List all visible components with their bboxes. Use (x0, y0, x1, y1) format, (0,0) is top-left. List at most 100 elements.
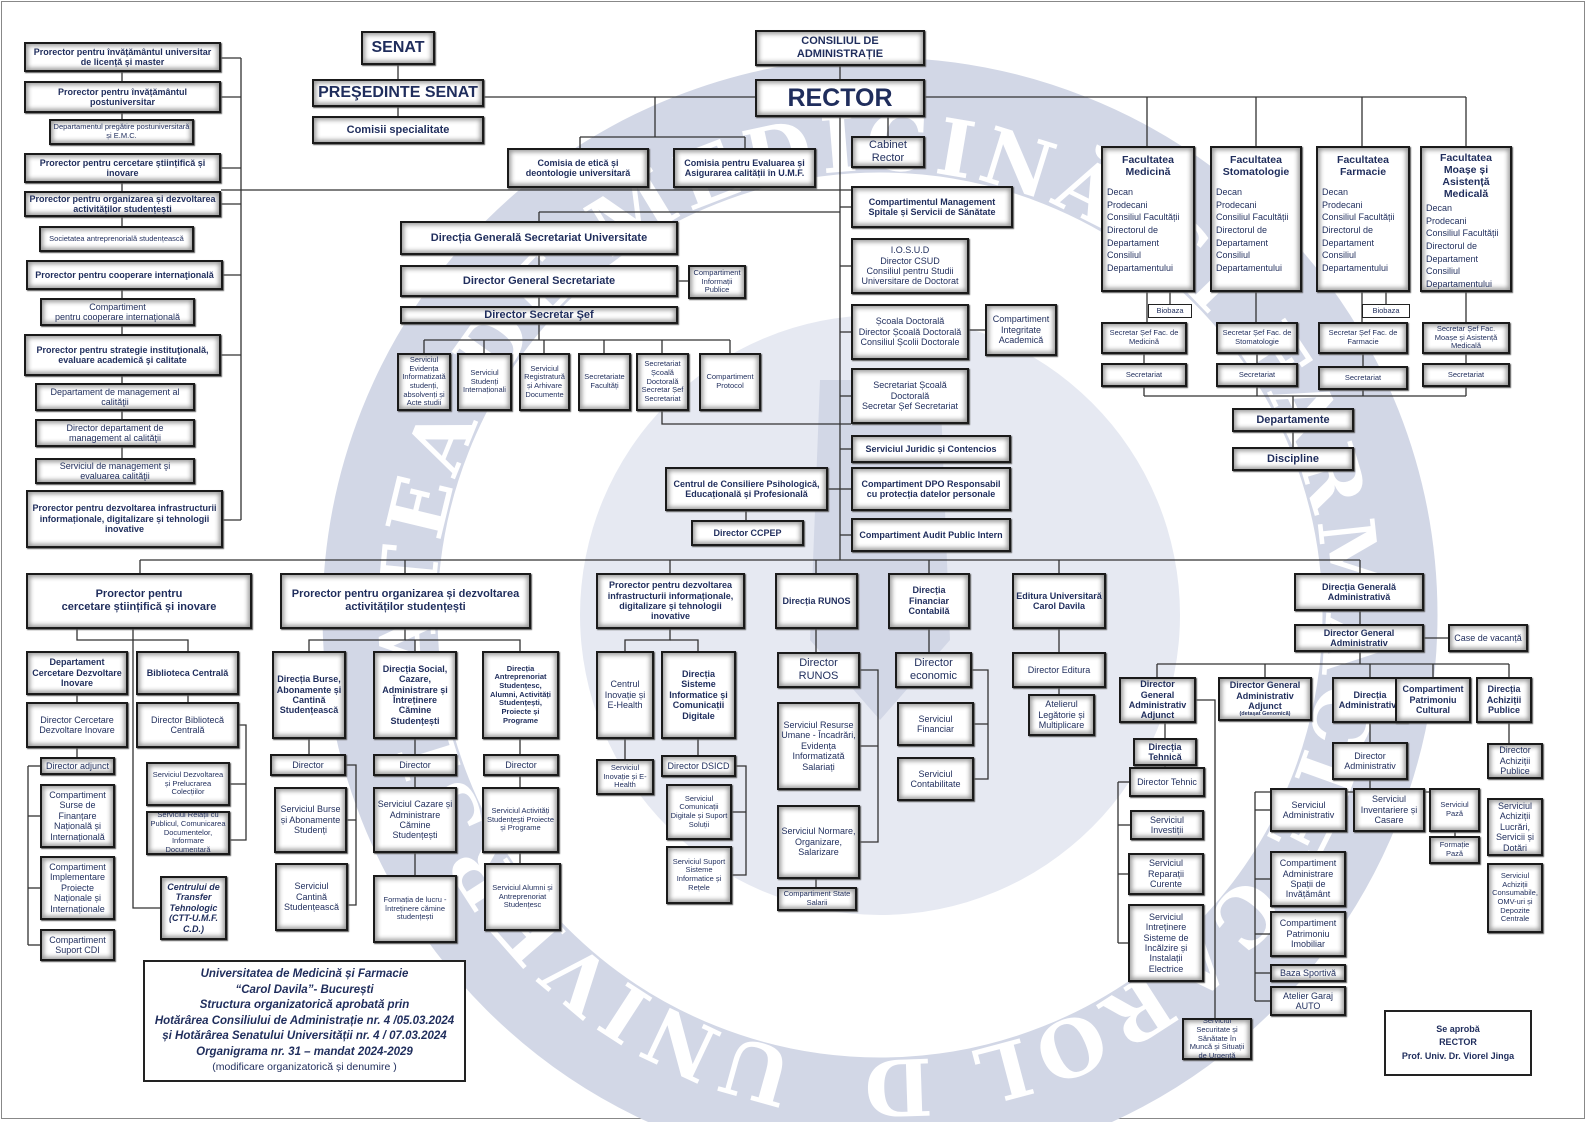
org-box-cs-impl: Compartiment Implementare Proiecte Națio… (40, 856, 115, 920)
org-box-serv-rum: Serviciul Resurse Umane - Încadrări, Evi… (777, 702, 860, 790)
org-box-baza: Baza Sportivă (1270, 964, 1346, 982)
org-box-s-invest: Serviciul Investiții (1130, 810, 1204, 840)
org-box-dep-cal: Departament de management al calităţii (35, 383, 195, 411)
org-box-dir-cal: Director departament de management al ca… (35, 419, 195, 447)
org-box-serv-cantina: Serviciul Cantină Studențească (275, 863, 348, 931)
org-box-director: Director (373, 754, 457, 776)
org-box-garaj: Atelier Garaj AUTO (1270, 986, 1346, 1016)
org-box-cpc: Compartiment Patrimoniu Cultural (1395, 677, 1471, 723)
connector-line (860, 669, 879, 843)
org-box-cabinet: Cabinet Rector (851, 136, 925, 168)
org-box-scoala-doct: Școala Doctorală Director Școală Doctora… (851, 304, 969, 360)
org-box-secretariat-sd: Secretariat Școală Doctorală Secretar Șe… (851, 368, 969, 424)
org-box-dga: Direcția Generală Administrativă (1294, 573, 1424, 611)
faculty-structure: Decan Prodecani Consiliul Facultății Dir… (1216, 187, 1289, 273)
org-box-biobaza: Biobaza (1362, 304, 1410, 318)
org-box-s-admin: Serviciul Administrativ (1270, 788, 1347, 832)
org-box-ss-farm: Secretar Șef Fac. de Farmacie (1318, 322, 1408, 354)
org-box-cs-fin: Compartiment Surse de Finanțare Național… (40, 784, 115, 848)
org-box-bp-org: Prorector pentru organizarea și dezvolta… (280, 573, 531, 629)
org-box-p1: Prorector pentru învățământul universita… (24, 42, 221, 72)
org-box-s-intr: Serviciul Intreținere Sisteme de Incălzi… (1128, 904, 1204, 982)
org-box-senat: SENAT (361, 31, 435, 65)
org-box-dgaa: Director General Administrativ Adjunct (1119, 677, 1196, 723)
dgaa2-note: (detașat Genomică) (1239, 711, 1291, 718)
org-box-comisia-eval: Comisia pentru Evaluarea și Asigurarea c… (673, 148, 816, 188)
org-box-serv-dezv: Serviciul Dezvoltarea și Prelucrarea Col… (146, 762, 230, 806)
org-box-consiliu: CONSILIUL DE ADMINISTRAȚIE (755, 30, 925, 66)
org-box-cip: Compartiment Informații Publice (688, 265, 746, 299)
org-box-serv-alumni: Serviciul Alumni și Antreprenoriat Stude… (484, 863, 561, 931)
faculty-title: Facultatea Moașe și Asistență Medicală (1440, 152, 1492, 201)
org-box-bp-cerc: Prorector pentru cercetare științifică ș… (26, 573, 252, 629)
org-box-s-inventar: Serviciul Inventariere și Casare (1353, 788, 1425, 832)
faculty-title: Facultatea Stomatologie (1222, 154, 1290, 179)
org-box-dir-adj: Director adjunct (40, 757, 115, 775)
org-box-p2: Prorector pentru învățământul postuniver… (24, 81, 221, 113)
org-box-soc: Societatea antreprenorială studențească (39, 226, 194, 252)
connector-line (732, 765, 747, 876)
org-box-d-runos: Direcția RUNOS (775, 573, 858, 629)
org-box-dgsu: Direcția Generală Secretariat Universita… (400, 221, 678, 255)
org-box-p6: Prorector pentru strategie instituţional… (24, 334, 221, 376)
org-box-dir-bib: Director Bibliotecă Centrală (136, 702, 239, 748)
org-box-dir-achiz: Director Achiziții Publice (1487, 743, 1543, 779)
org-box-secretariat: Secretariat (1422, 363, 1510, 387)
org-box-sec-sd: Secretariat Școală Doctorală Secretar Șe… (636, 353, 689, 411)
org-box-d-fc: Direcția Financiar Contabilă (888, 573, 970, 629)
org-box-rector: RECTOR (755, 79, 925, 117)
org-box-biobaza: Biobaza (1148, 304, 1192, 318)
org-box-comisia-etica: Comisia de etică și deontologie universi… (507, 148, 649, 188)
org-box-d-tehnica: Direcția Tehnică (1133, 738, 1197, 766)
org-box-dir-ec: Director economic (895, 652, 972, 688)
org-box-atelier: Atelierul Legătorie și Multiplicare (1028, 694, 1095, 736)
org-box-ccpep: Director CCPEP (691, 520, 804, 546)
org-box-serv-activ: Serviciul Activități Studențești Proiect… (482, 787, 559, 853)
org-box-ctt: Centrului de Transfer Tehnologic (CTT-U.… (160, 876, 227, 940)
faculty-structure: Decan Prodecani Consiliul Facultății Dir… (1426, 203, 1499, 289)
org-box-d-burse: Direcția Burse, Abonamente și Cantină St… (272, 651, 346, 739)
approval-legend: Universitatea de Medicină și Farmacie “C… (143, 960, 466, 1082)
org-box-iosud: I.O.S.U.D Director CSUD Consiliul pentru… (851, 238, 969, 294)
org-box-dir-admin: Director Administrativ (1332, 742, 1408, 780)
org-box-dep-cdi: Departament Cercetare Dezvoltare Inovare (26, 651, 128, 695)
connector-line (132, 629, 160, 909)
org-box-comp-coop: Compartiment pentru cooperare internaţio… (40, 298, 195, 326)
org-box-s-ssm: Serviciul Securitate și Sănătate în Munc… (1182, 1018, 1252, 1060)
org-box-dir-ed: Director Editura (1012, 652, 1106, 688)
org-box-s-achiz1: Serviciul Achiziții Lucrări, Servicii și… (1487, 798, 1543, 856)
org-box-dir-dsicd: Director DSICD (661, 755, 736, 777)
org-box-protocol: Compartiment Protocol (699, 353, 761, 411)
org-box-dgaa2: Director General Administrativ Adjunct(d… (1218, 677, 1312, 721)
org-box-bp-inf: Prorector pentru dezvoltarea infrastruct… (596, 573, 745, 629)
org-box-c-spatii: Compartiment Administrare Spații de Invă… (1270, 851, 1346, 907)
org-box-ss-med: Secretar Șef Fac. de Medicină (1101, 322, 1187, 354)
connector-line (661, 411, 851, 425)
org-box-comp-mgmt: Compartimentul Management Spitale și Ser… (851, 186, 1013, 228)
org-box-secretariat: Secretariat (1318, 366, 1408, 390)
org-box-audit: Compartiment Audit Public Intern (851, 518, 1011, 552)
org-box-comisii: Comisii specialitate (312, 116, 484, 144)
org-box-serv-cont: Serviciul Contabilitate (897, 757, 974, 801)
org-box-juridic: Serviciul Juridic și Contencios (851, 435, 1011, 463)
org-box-sv-registratura: Serviciul Registratură și Arhivare Docum… (519, 353, 570, 411)
faculty-structure: Decan Prodecani Consiliul Facultății Dir… (1107, 187, 1180, 273)
org-box-serv-suport: Serviciul Suport Sisteme Informatice și … (666, 846, 732, 904)
org-box-dir-cdi: Director Cercetare Dezvoltare Inovare (26, 702, 128, 748)
org-box-stat-sal: Compartiment State Salarii (777, 887, 857, 911)
org-box-editura: Editura Universitară Carol Davila (1012, 573, 1106, 629)
connector-line (405, 639, 521, 651)
org-box-serv-com: Serviciul Comunicații Digitale și Suport… (666, 784, 732, 840)
org-box-d-antr: Direcția Antreprenoriat Studențesc, Alum… (482, 651, 559, 739)
org-box-secretariat: Secretariat (1216, 363, 1298, 387)
org-box-ss-stom: Secretar Șef Fac. de Stomatologie (1216, 322, 1298, 354)
faculty-title: Facultatea Farmacie (1337, 154, 1389, 179)
org-box-departamente: Departamente (1232, 408, 1354, 432)
org-box-serv-fin: Serviciul Financiar (897, 702, 974, 746)
org-box-p5: Prorector pentru cooperare internaţional… (26, 260, 223, 290)
org-box-integritate: Compartiment Integritate Academică (985, 304, 1057, 356)
